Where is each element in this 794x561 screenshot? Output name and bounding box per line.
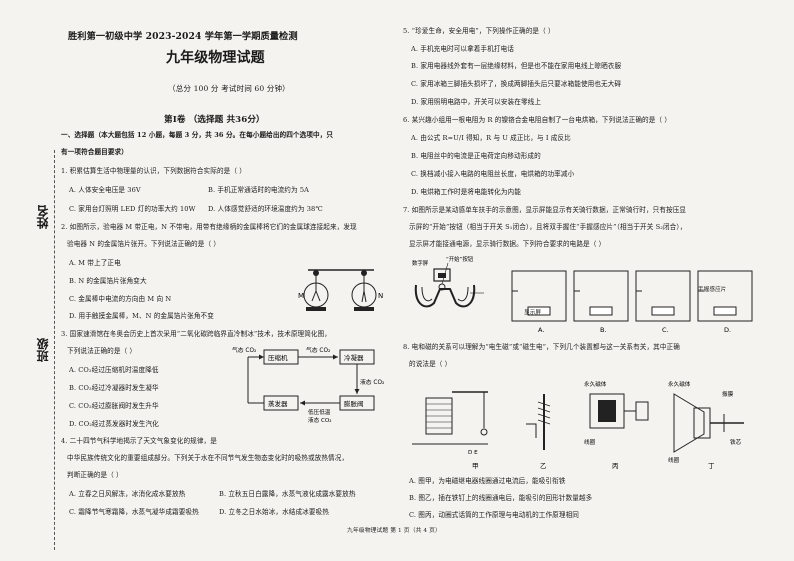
section-heading: 一、选择题（本大题包括 12 小题，每题 3 分，共 36 分。在每小题给出的四…: [61, 131, 334, 139]
q6-option-c: C. 换档减小接入电路的电阻丝长度，电烘箱的功率减小: [411, 170, 575, 178]
q4-stem-cont: 中华民族传统文化的重要组成部分。下列关于水在不同节气发生物态变化时的吸热或放热情…: [67, 454, 349, 462]
circuit-options: A. B. C. D.: [511, 270, 753, 334]
gas-co2-left: 气态 CO₂: [232, 346, 256, 354]
circuit-b: [573, 270, 629, 322]
q8-stem: 8. 电和磁的关系可以理解为“电生磁”或“磁生电”，下列几个装置都与这一关系有关…: [403, 343, 680, 351]
label-iron-core: 铁芯: [730, 438, 742, 446]
q1-option-a: A. 人体安全电压是 36V: [69, 186, 141, 194]
fig-ding: 永久磁体 线圈 振膜 铁芯 丁: [668, 380, 744, 470]
q2-option-a: A. M 带上了正电: [69, 259, 121, 267]
q5-option-b: B. 家用电器线外套有一层绝缘材料，但是也不能在家用电线上晾晒衣服: [411, 62, 622, 70]
q8-option-a: A. 图甲，为电磁继电器线圈通过电流后，能吸引衔铁: [409, 477, 566, 485]
section-heading-cont: 有一项符合题目要求）: [61, 148, 128, 156]
name-label: 姓名: [36, 205, 50, 229]
lab-bing: 丙: [612, 462, 619, 470]
evaporator-box: 蒸发器: [268, 399, 288, 408]
q8-option-c: C. 图丙，动圈式话筒的工作原理与电动机的工作原理相同: [409, 511, 579, 519]
fig-yi: 乙: [526, 394, 551, 470]
q2-stem-cont: 验电器 N 的金属箔片张开。下列说法正确的是（ ）: [67, 240, 221, 248]
q1-option-b: B. 手机正常通话时的电流约为 5A: [208, 186, 310, 194]
q5-option-d: D. 家用照明电路中，开关可以安装在零线上: [411, 98, 542, 106]
section-title: 第Ⅰ卷 （选择题 共36分）: [164, 115, 265, 125]
class-label: 班级: [36, 338, 50, 362]
circuit-c: [635, 270, 691, 322]
q4-option-d: D. 立冬之日水始冰，水结成冰要吸热: [219, 508, 329, 516]
q5-option-c: C. 家用冰箱三脚插头损坏了，换成两脚插头后只要冰箱能使用也无大碍: [411, 80, 622, 88]
q6-option-a: A. 由公式 R=U/I 得知，R 与 U 成正比，与 I 成反比: [411, 134, 571, 142]
label-n: N: [378, 292, 383, 300]
condenser-box: 冷凝器: [344, 353, 364, 362]
q3-stem: 3. 国家速滑馆在冬奥会历史上首次采用“二氧化碳跨临界直冷制冰”技术，技术原理简…: [61, 330, 331, 338]
gas-co2-top: 气态 CO₂: [306, 346, 330, 354]
q4-stem: 4. 二十四节气科学地揭示了天文气象变化的规律，是: [61, 437, 217, 445]
score-line: （总分 100 分 考试时间 60 分钟）: [168, 84, 290, 93]
q7-stem-cont-2: 显示屏才能接通电源，显示骑行数据。下列符合要求的电路是（ ）: [409, 240, 606, 248]
q6-option-d: D. 电烘箱工作时是将电能转化为内能: [411, 188, 521, 196]
fig-jia: 甲 D E: [412, 391, 488, 470]
label-de: D E: [468, 450, 478, 456]
q5-stem: 5. “珍爱生命，安全用电”，下列操作正确的是（ ）: [403, 27, 555, 35]
label-coil: 线圈: [584, 438, 596, 446]
q2-option-c: C. 金属棒中电流的方向由 M 向 N: [69, 295, 172, 303]
q8-option-b: B. 图乙，插在铁钉上的线圈通电后，能吸引的回形针数量越多: [409, 494, 593, 502]
q2-stem: 2. 如图所示，验电器 M 带正电，N 不带电，用带有绝缘柄的金属棒将它们的金属…: [61, 223, 357, 231]
circuit-a: [511, 270, 567, 322]
q8-figures: 甲 D E 乙 永久磁体 线圈 丙 永久磁体 线圈 振膜 铁芯 丁: [412, 380, 744, 470]
label-coil-2: 线圈: [668, 456, 680, 464]
q6-stem: 6. 某兴趣小组用一根电阻为 R 的镍铬合金电阻自制了一台电烘箱，下列说法正确的…: [403, 116, 672, 124]
q3-option-c: C. CO₂经过膨胀阀时发生升华: [69, 402, 159, 410]
label-permanent-magnet-2: 永久磁体: [668, 380, 691, 388]
lab-jia: 甲: [472, 462, 479, 470]
opt-a-label: A.: [538, 326, 544, 334]
q1-stem: 1. 积累估算生活中物理量的认识，下列数据符合实际的是（ ）: [61, 167, 246, 175]
compressor-box: 压缩机: [268, 353, 288, 362]
valve-box: 膨胀阀: [344, 399, 364, 408]
q3-option-a: A. CO₂经过压缩机时温度降低: [69, 366, 159, 374]
q1-option-d: D. 人体感觉舒适的环境温度约为 38℃: [208, 205, 323, 213]
q5-option-a: A. 手机充电时可以拿着手机打电话: [411, 45, 514, 53]
school-line: 胜利第一初级中学 2023-2024 学年第一学期质量检测: [68, 31, 298, 42]
q1-option-c: C. 家用台灯照明 LED 灯的功率大约 10W: [69, 205, 196, 213]
circuit-d: [697, 270, 753, 322]
fig-bing: 永久磁体 线圈 丙: [584, 380, 649, 470]
low-temp-label: 低压低温: [308, 408, 331, 416]
low-temp-label-2: 液态 CO₂: [308, 416, 332, 424]
opt-c-label: C.: [662, 326, 669, 334]
opt-d-label: D.: [724, 326, 731, 334]
lab-ding: 丁: [708, 462, 715, 470]
q4-stem-cont-2: 判断正确的是（ ）: [67, 471, 123, 479]
label-m: M: [298, 292, 304, 300]
q7-stem: 7. 如图所示是某动感单车扶手的示意图，显示屏能显示有关骑行数据，正常骑行时，只…: [403, 206, 687, 214]
label-screen-2: 显示屏: [524, 310, 542, 316]
label-grip: 手握感应片: [698, 287, 727, 293]
label-start: “开始”按钮: [446, 255, 474, 263]
q3-stem-cont: 下列说法正确的是（ ）: [67, 347, 137, 355]
q2-option-d: D. 用手触摸金属棒，M、N 的金属箔片张角不变: [69, 312, 214, 320]
binding-line: [54, 150, 55, 550]
q3-option-b: B. CO₂经过冷凝器时发生凝华: [69, 384, 159, 392]
label-screen: 数字屏: [412, 259, 429, 267]
q6-option-b: B. 电阻丝中的电流是正电荷定向移动形成的: [411, 152, 541, 160]
q8-stem-cont: 的说法是（ ）: [409, 360, 452, 368]
co2-cycle-diagram: 压缩机 冷凝器 膨胀阀 蒸发器 气态 CO₂ 气态 CO₂ 液态 CO₂ 低压低…: [232, 346, 384, 424]
q3-option-d: D. CO₂经过蒸发器时发生汽化: [69, 420, 159, 428]
q2-option-b: B. N 的金属箔片张角变大: [69, 277, 147, 285]
opt-b-label: B.: [600, 326, 607, 334]
q4-option-a: A. 立春之日风解冻，冰消化成水要放热: [69, 490, 186, 498]
electroscope-figure: M N: [298, 269, 383, 311]
q4-option-b: B. 立秋五日白露降，水蒸气液化成露水要放热: [219, 490, 356, 498]
page-footer: 九年级物理试题 第 1 页（共 4 页）: [347, 528, 441, 534]
label-permanent-magnet: 永久磁体: [584, 380, 607, 388]
handlebar-figure: 数字屏 “开始”按钮: [412, 255, 484, 308]
q4-option-c: C. 霜降节气寒霜降，水蒸气凝华成霜要吸热: [69, 508, 199, 516]
q7-stem-cont: 示屏的“开始”按钮（相当于开关 S₁闭合），且将双手握住“手握感应片”（相当于开…: [409, 223, 687, 231]
label-diaphragm: 振膜: [722, 390, 734, 398]
lab-yi: 乙: [540, 462, 547, 470]
liquid-co2: 液态 CO₂: [360, 378, 384, 386]
page-title: 九年级物理试题: [166, 50, 265, 66]
